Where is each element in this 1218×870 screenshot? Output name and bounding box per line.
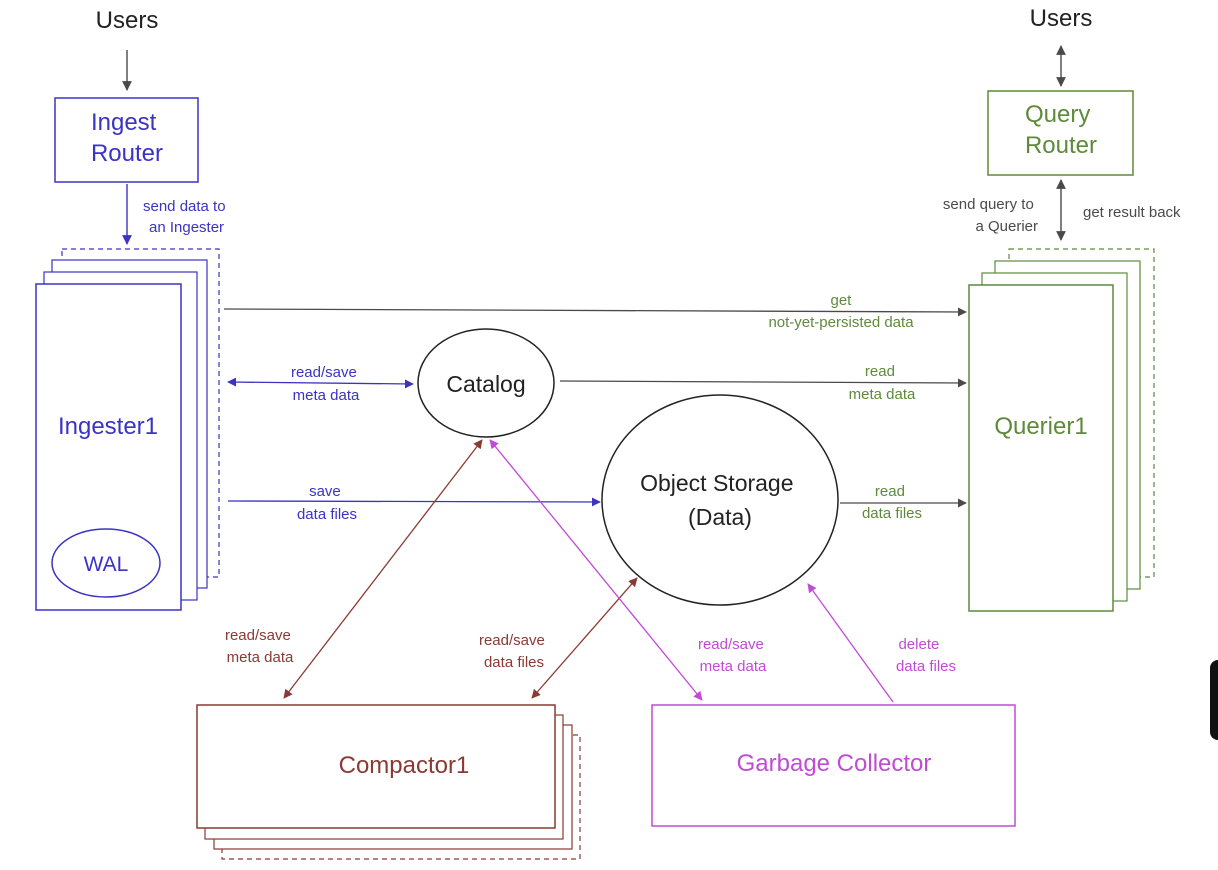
query-router-label: Query Router (1025, 101, 1097, 159)
compactor-storage-label: read/save data files (479, 632, 549, 671)
save-files-label: save data files (297, 483, 357, 523)
compactor-catalog-label: read/save meta data (225, 627, 295, 666)
users-right-label: Users (1030, 5, 1093, 32)
gc-catalog-arrow (489, 439, 703, 701)
querier-box (968, 284, 1114, 612)
object-storage-node (601, 394, 839, 606)
catalog-querier-arrow (559, 378, 967, 388)
ingest-router-line1: Ingest (91, 109, 157, 136)
wal-label: WAL (84, 553, 129, 576)
unpersisted-data-arrow (223, 307, 967, 317)
query-router-box (987, 90, 1134, 176)
side-scroll-handle[interactable] (1210, 660, 1218, 740)
query-router-line1: Query (1025, 101, 1090, 128)
ingest-router-label: Ingest Router (91, 109, 163, 167)
garbage-collector-box (651, 704, 1016, 827)
gc-storage-arrow (807, 583, 894, 703)
send-data-label: send data to an Ingester (143, 198, 230, 236)
save-files-arrow (227, 497, 601, 507)
ingest-router-box (54, 97, 199, 183)
ingester-catalog-arrow (227, 377, 414, 389)
get-result-label: get result back (1083, 204, 1181, 221)
ingester-catalog-label: read/save meta data (291, 364, 361, 404)
compactor-label: Compactor1 (339, 752, 470, 779)
unpersisted-data-label: get not-yet-persisted data (768, 292, 914, 331)
send-query-label: send query to a Querier (943, 196, 1038, 235)
compactor-catalog-arrow (283, 439, 483, 699)
catalog-querier-label: read meta data (849, 363, 916, 403)
gc-storage-label: delete data files (896, 636, 956, 675)
compactor-box (196, 704, 556, 829)
users-left-label: Users (96, 7, 159, 34)
storage-querier-label: read data files (862, 483, 922, 522)
catalog-node (417, 328, 555, 438)
querier-label: Querier1 (994, 413, 1087, 440)
gc-catalog-label: read/save meta data (698, 636, 768, 675)
object-storage-line2: (Data) (688, 504, 752, 530)
ingester-label: Ingester1 (58, 413, 158, 440)
ingest-router-line2: Router (91, 140, 163, 167)
object-storage-line1: Object Storage (640, 470, 793, 496)
catalog-label: Catalog (446, 371, 525, 397)
query-router-line2: Router (1025, 132, 1097, 159)
wal-ellipse (51, 528, 161, 598)
garbage-collector-label: Garbage Collector (737, 750, 932, 777)
